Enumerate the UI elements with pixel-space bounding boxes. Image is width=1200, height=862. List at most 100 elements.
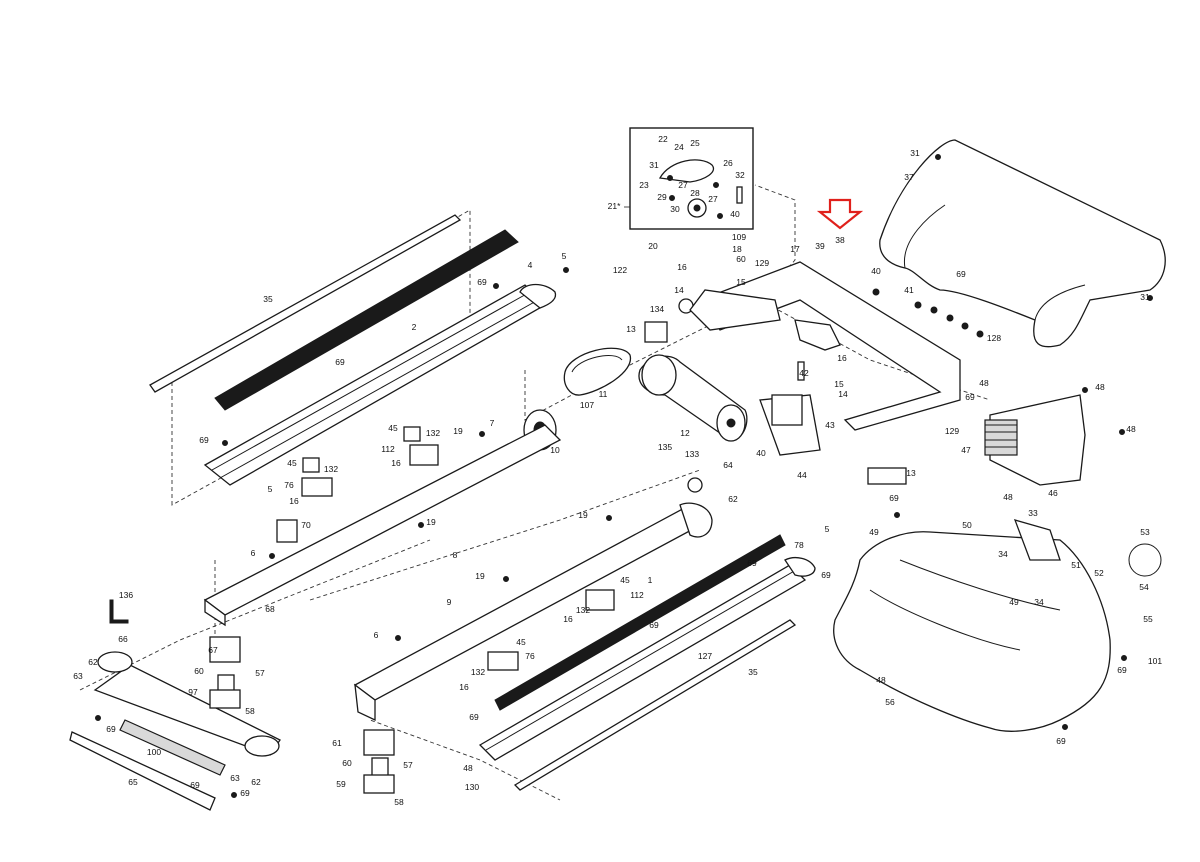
part-callout: 24 (674, 142, 684, 152)
part-callout: 133 (685, 449, 699, 459)
part-callout: 44 (797, 470, 807, 480)
part-callout: 25 (690, 138, 700, 148)
part-callout: 2 (412, 322, 417, 332)
part-callout: 35 (748, 667, 758, 677)
part-callout: 62 (251, 777, 261, 787)
part-callout: 48 (979, 378, 989, 388)
part-callout: 128 (987, 333, 1001, 343)
part-callout: 122 (613, 265, 627, 275)
part-callout: 70 (301, 520, 311, 530)
part-callout: 15 (736, 277, 746, 287)
part-callout: 52 (1094, 568, 1104, 578)
part-callout: 69 (477, 277, 487, 287)
part-callout: 26 (723, 158, 733, 168)
part-callout: 8 (453, 550, 458, 560)
part-callout: 57 (403, 760, 413, 770)
part-callout: 63 (230, 773, 240, 783)
part-callout: 18 (732, 244, 742, 254)
foot-brackets (209, 636, 395, 794)
part-callout: 45 (287, 458, 297, 468)
part-callout: 69 (469, 712, 479, 722)
part-callout: 132 (471, 667, 485, 677)
part-callout: 132 (324, 464, 338, 474)
part-callout: 22 (658, 134, 668, 144)
inset-detail (624, 127, 754, 230)
part-callout: 42 (799, 368, 809, 378)
part-callout: 51 (1071, 560, 1081, 570)
part-callout: 7 (490, 418, 495, 428)
part-callout: 16 (677, 262, 687, 272)
part-callout: 61 (332, 738, 342, 748)
part-callout: 27 (678, 180, 688, 190)
part-callout: 45 (620, 575, 630, 585)
part-callout: 69 (106, 724, 116, 734)
part-callout: 132 (576, 605, 590, 615)
part-callout: 64 (723, 460, 733, 470)
part-callout: 23 (639, 180, 649, 190)
part-callout: 1 (648, 575, 653, 585)
part-callout: 53 (1140, 527, 1150, 537)
part-callout: 112 (630, 590, 644, 600)
part-callout: 16 (289, 496, 299, 506)
part-callout: 134 (650, 304, 664, 314)
part-callout: 48 (876, 675, 886, 685)
part-callout: 49 (869, 527, 879, 537)
part-callout: 17 (790, 244, 800, 254)
part-callout: 30 (670, 204, 680, 214)
part-callout: 97 (188, 687, 198, 697)
part-callout: 48 (1003, 492, 1013, 502)
part-callout: 16 (459, 682, 469, 692)
part-callout: 33 (1028, 508, 1038, 518)
part-callout: 16 (563, 614, 573, 624)
part-callout: 13 (626, 324, 636, 334)
part-callout: 37 (904, 172, 914, 182)
part-callout: 48 (463, 763, 473, 773)
part-callout: 32 (735, 170, 745, 180)
part-callout: 19 (453, 426, 463, 436)
part-callout: 40 (730, 209, 740, 219)
part-callout: 16 (837, 353, 847, 363)
part-callout: 43 (825, 420, 835, 430)
rear-frame (69, 651, 281, 811)
part-callout: 66 (118, 634, 128, 644)
part-callout: 100 (147, 747, 161, 757)
part-callout: 67 (208, 645, 218, 655)
motor-hood (879, 139, 1166, 348)
part-callout: 69 (1056, 736, 1066, 746)
part-callout: 62 (728, 494, 738, 504)
part-callout: 129 (755, 258, 769, 268)
part-callout: 48 (1095, 382, 1105, 392)
part-callout: 59 (336, 779, 346, 789)
part-callout: 112 (381, 444, 395, 454)
part-callout: 12 (680, 428, 690, 438)
part-callout: 135 (658, 442, 672, 452)
part-callout: 69 (649, 620, 659, 630)
part-callout: 15 (834, 379, 844, 389)
part-callout: 19 (426, 517, 436, 527)
part-callout: 107 (580, 400, 594, 410)
left-frame-rail (203, 424, 562, 627)
controller-bracket (984, 394, 1086, 486)
part-callout: 13 (906, 468, 916, 478)
part-callout: 60 (194, 666, 204, 676)
part-callout: 5 (825, 524, 830, 534)
part-callout: 49 (1009, 597, 1019, 607)
part-callout: 69 (821, 570, 831, 580)
part-callout: 31 (910, 148, 920, 158)
part-callout: 65 (128, 777, 138, 787)
part-callout: 69 (190, 780, 200, 790)
part-callout: 11 (599, 389, 608, 399)
part-callout: 34 (998, 549, 1008, 559)
part-callout: 9 (447, 597, 452, 607)
part-callout: 21* (608, 201, 621, 211)
attention-arrow-icon (816, 198, 864, 230)
part-callout: 29 (657, 192, 667, 202)
part-callout: 45 (388, 423, 398, 433)
part-callout: 76 (525, 651, 535, 661)
part-callout: 28 (690, 188, 700, 198)
part-callout: 130 (465, 782, 479, 792)
part-callout: 38 (835, 235, 845, 245)
part-callout: 69 (965, 392, 975, 402)
part-callout: 58 (394, 797, 404, 807)
